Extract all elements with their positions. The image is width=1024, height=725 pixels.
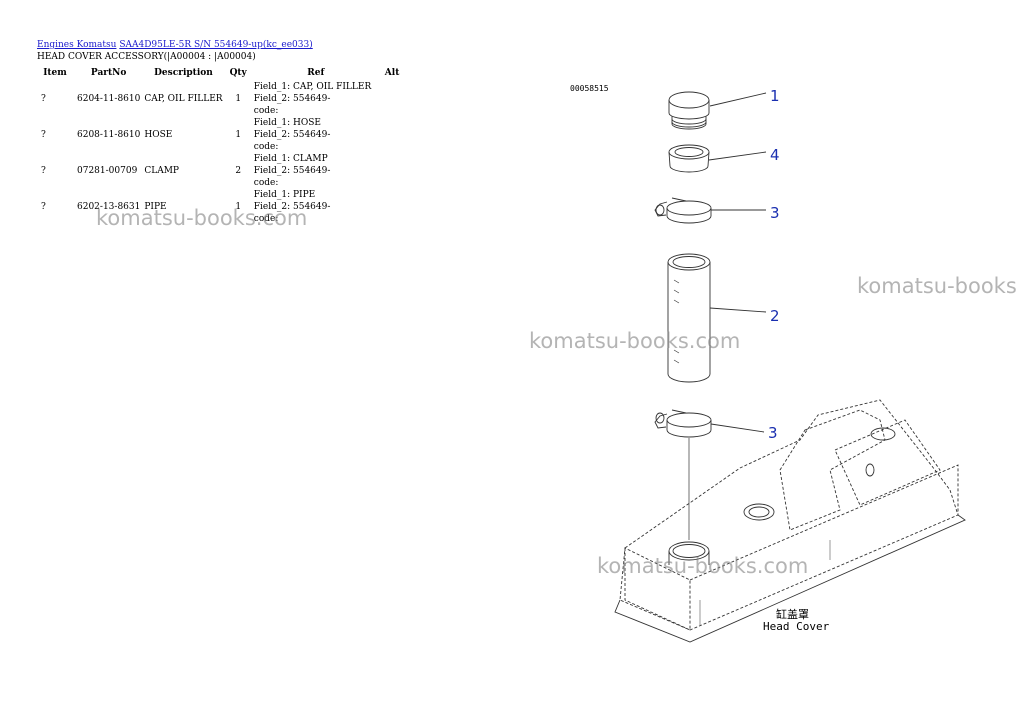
callout-3-upper: 3: [770, 204, 780, 222]
breadcrumb-link-model[interactable]: SAA4D95LE-5R S/N 554649-up(kc_ee033): [119, 40, 313, 50]
parts-table: Item PartNo Description Qty Ref Alt ? 62…: [35, 65, 404, 225]
pipe-drawing: [667, 253, 711, 383]
callout-4: 4: [770, 146, 780, 164]
header-alt: Alt: [384, 68, 400, 78]
ref-field-1: Field_1: HOSE: [253, 118, 321, 128]
cell-item: ?: [41, 94, 46, 104]
watermark: komatsu-books.com: [96, 206, 308, 230]
watermark: komatsu-books.com: [529, 329, 741, 353]
ref-field-2: Field_2: 554649-: [253, 130, 331, 140]
clamp-lower-drawing: [654, 409, 712, 438]
table-row: ? 6204-11-8610 CAP, OIL FILLER 1 Field_1…: [35, 81, 404, 117]
ref-field-1: Field_1: PIPE: [253, 190, 316, 200]
ref-field-1: Field_1: CLAMP: [253, 154, 328, 164]
ref-code: code:: [253, 106, 279, 116]
header-partno: PartNo: [90, 68, 127, 78]
header-item: Item: [43, 68, 67, 78]
cell-description: PIPE: [144, 202, 167, 212]
cell-partno: 6202-13-8631: [77, 202, 141, 212]
ref-field-2: Field_2: 554649-: [253, 94, 331, 104]
cell-partno: 6204-11-8610: [77, 94, 141, 104]
cell-ref: Field_1: HOSE Field_2: 554649- code:: [252, 117, 380, 153]
ref-field-1: Field_1: CAP, OIL FILLER: [253, 82, 372, 92]
cell-alt: [380, 81, 405, 117]
head-cover-label-en: Head Cover: [763, 620, 830, 633]
watermark: komatsu-books.com: [597, 554, 809, 578]
breadcrumb-link-engines[interactable]: Engines Komatsu: [37, 40, 117, 50]
cell-alt: [380, 189, 405, 225]
cell-qty: 1: [235, 94, 242, 104]
cell-alt: [380, 153, 405, 189]
cell-partno: 6208-11-8610: [77, 130, 141, 140]
cell-description: HOSE: [144, 130, 173, 140]
cell-qty: 2: [235, 166, 242, 176]
callout-3-lower: 3: [768, 424, 778, 442]
ref-field-2: Field_2: 554649-: [253, 166, 331, 176]
callout-2: 2: [770, 307, 780, 325]
cell-partno: 07281-00709: [77, 166, 138, 176]
hose-drawing: [668, 144, 710, 173]
header-ref: Ref: [307, 68, 325, 78]
ref-field-2: Field_2: 554649-: [253, 202, 331, 212]
clamp-upper-drawing: [654, 197, 712, 224]
ref-code: code:: [253, 142, 279, 152]
diagram-code: 00058515: [570, 84, 609, 93]
cell-ref: Field_1: PIPE Field_2: 554649- code:: [252, 189, 380, 225]
cell-description: CLAMP: [144, 166, 179, 176]
cell-description: CAP, OIL FILLER: [144, 94, 223, 104]
cell-item: ?: [41, 130, 46, 140]
header-qty: Qty: [229, 68, 247, 78]
diagram-code-text: 00058515: [570, 84, 609, 93]
cell-ref: Field_1: CLAMP Field_2: 554649- code:: [252, 153, 380, 189]
page-subtitle: HEAD COVER ACCESSORY(|A00004 : |A00004): [37, 52, 256, 62]
table-header-row: Item PartNo Description Qty Ref Alt: [35, 65, 404, 81]
cell-qty: 1: [235, 202, 242, 212]
cell-alt: [380, 117, 405, 153]
cell-qty: 1: [235, 130, 242, 140]
ref-code: code:: [253, 214, 279, 224]
head-cover-drawing: [614, 399, 966, 643]
breadcrumb: Engines Komatsu SAA4D95LE-5R S/N 554649-…: [37, 40, 313, 50]
callout-1: 1: [770, 87, 780, 105]
header-description: Description: [154, 68, 213, 78]
table-row: ? 6202-13-8631 PIPE 1 Field_1: PIPE Fiel…: [35, 189, 404, 225]
parts-diagram: 00058515 1 4 3 2 3 缸盖罩 Head Cover: [570, 84, 966, 643]
head-cover-label-cn: 缸盖罩: [776, 607, 809, 621]
oil-filler-cap-drawing: [668, 91, 710, 130]
cell-ref: Field_1: CAP, OIL FILLER Field_2: 554649…: [252, 81, 380, 117]
table-row: ? 07281-00709 CLAMP 2 Field_1: CLAMP Fie…: [35, 153, 404, 189]
table-row: ? 6208-11-8610 HOSE 1 Field_1: HOSE Fiel…: [35, 117, 404, 153]
cell-item: ?: [41, 166, 46, 176]
ref-code: code:: [253, 178, 279, 188]
watermark: komatsu-books: [857, 274, 1017, 298]
cell-item: ?: [41, 202, 46, 212]
